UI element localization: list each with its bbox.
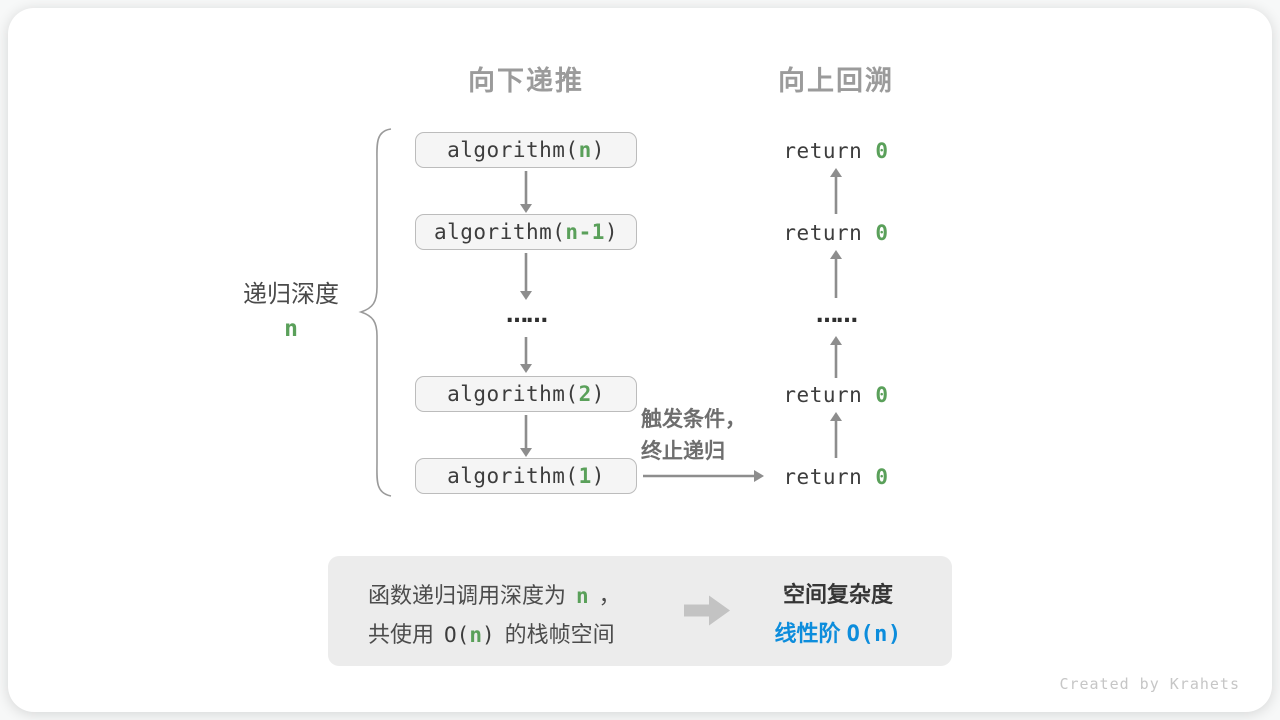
call-box-arg: n-1 xyxy=(565,220,605,244)
summary-n-2: n xyxy=(469,623,482,647)
call-box-text: algorithm( xyxy=(433,220,566,244)
ellipsis-right: …… xyxy=(816,303,858,328)
trigger-annotation: 触发条件， 终止递归 xyxy=(641,404,781,468)
trigger-line-2: 终止递归 xyxy=(641,440,725,463)
call-box-text: algorithm( xyxy=(447,138,579,162)
call-box-1: algorithm(1) xyxy=(415,458,637,494)
header-backtrack-up: 向上回溯 xyxy=(778,66,894,96)
depth-value: n xyxy=(284,316,298,342)
return-value: 0 xyxy=(875,221,889,245)
return-row-3: return 0 xyxy=(783,383,889,407)
ellipsis-left: …… xyxy=(506,303,548,328)
return-value: 0 xyxy=(875,383,889,407)
return-row-4: return 0 xyxy=(783,465,889,489)
return-value: 0 xyxy=(875,465,889,489)
implication-arrow-icon xyxy=(684,595,730,626)
call-box-arg: n xyxy=(578,138,592,162)
big-o-notation: O(n) xyxy=(846,622,902,647)
depth-label: 递归深度 xyxy=(243,281,339,308)
trigger-line-1: 触发条件， xyxy=(641,408,746,431)
call-box-2: algorithm(2) xyxy=(415,376,637,412)
call-box-text: algorithm( xyxy=(447,464,579,488)
space-complexity-title: 空间复杂度 xyxy=(782,582,893,607)
summary-n-1: n xyxy=(576,584,589,608)
header-recurse-down: 向下递推 xyxy=(468,66,584,96)
space-complexity-result: 线性阶 O(n) xyxy=(774,621,902,647)
summary-panel xyxy=(328,556,952,666)
call-box-text: algorithm( xyxy=(447,382,579,406)
return-row-2: return 0 xyxy=(783,221,889,245)
call-box-n: algorithm(n) xyxy=(415,132,637,168)
call-box-arg: 2 xyxy=(578,382,592,406)
call-box-arg: 1 xyxy=(578,464,592,488)
call-box-n-1: algorithm(n-1) xyxy=(415,214,637,250)
footer-credit: Created by Krahets xyxy=(1059,675,1240,693)
return-value: 0 xyxy=(875,139,889,163)
return-row-1: return 0 xyxy=(783,139,889,163)
